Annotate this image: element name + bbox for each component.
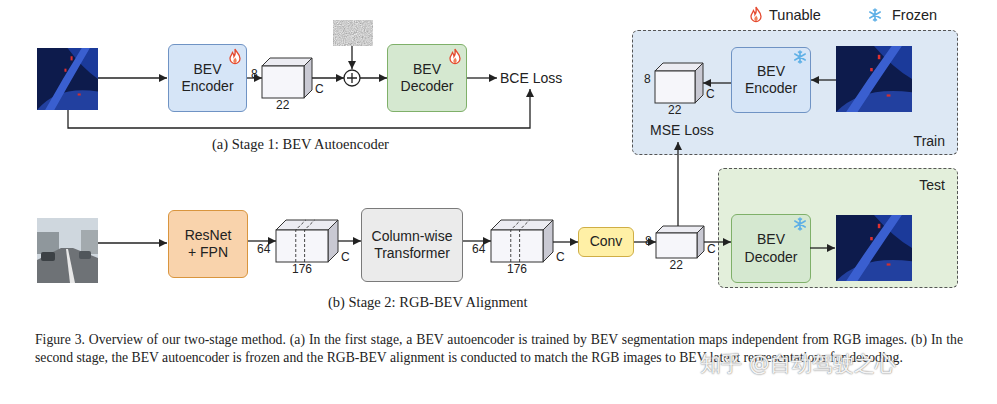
box-label: Conv xyxy=(590,233,623,251)
cube-top xyxy=(656,226,704,233)
box-label: BEV Decoder xyxy=(400,61,454,96)
tensor-block: 822C xyxy=(262,58,312,98)
dimension-label: C xyxy=(706,87,715,101)
plus-sign xyxy=(347,73,357,83)
tensor-cube xyxy=(491,220,553,262)
building xyxy=(81,230,98,254)
input-arrow xyxy=(811,79,836,80)
flow-arrow xyxy=(338,240,361,241)
flow-arrow xyxy=(703,82,731,83)
dimension-label: C xyxy=(341,250,350,264)
region-label: Test xyxy=(919,177,945,193)
dimension-label: 64 xyxy=(257,242,270,256)
watermark: 知乎 @自动驾驶之心 xyxy=(700,350,896,378)
cube-side xyxy=(695,63,703,103)
noise-image xyxy=(333,20,373,46)
text-label: BCE Loss xyxy=(500,70,562,86)
tensor-cube xyxy=(276,220,338,262)
dimension-label: 8 xyxy=(251,67,258,81)
tensor-block: 822C xyxy=(656,226,704,258)
legend-text: Tunable xyxy=(769,7,821,23)
dimension-label: 8 xyxy=(644,72,651,86)
legend-frozen-icon xyxy=(870,9,880,21)
tensor-cube xyxy=(655,63,703,103)
slice-line xyxy=(305,220,315,262)
tensor-cube xyxy=(262,58,312,98)
tensor-block: 822C xyxy=(655,63,703,103)
input-arrow xyxy=(98,77,167,78)
flow-arrow xyxy=(463,240,491,241)
dimension-label: 176 xyxy=(507,262,527,276)
cube-top xyxy=(491,220,553,230)
process-box: Conv xyxy=(578,227,634,257)
flow-arrow xyxy=(553,241,578,242)
dimension-label: 22 xyxy=(668,103,681,117)
output-arrow xyxy=(810,247,835,248)
loss-arrow xyxy=(467,77,497,78)
cube-front xyxy=(276,230,328,262)
add-symbol xyxy=(344,70,360,86)
flow-arrow xyxy=(634,241,656,242)
legend-text: Frozen xyxy=(892,7,937,23)
box-label: BEV Encoder xyxy=(181,61,234,96)
lane-mark xyxy=(66,249,75,283)
cube-side xyxy=(328,220,338,262)
cube-front xyxy=(491,230,543,262)
dimension-label: 176 xyxy=(292,262,312,276)
dimension-label: 22 xyxy=(276,98,289,112)
slice-line xyxy=(520,220,530,262)
box-label: Column-wise Transformer xyxy=(370,228,454,263)
sky xyxy=(37,218,98,283)
bev-map-input xyxy=(37,48,98,110)
dimension-label: 22 xyxy=(670,258,683,272)
cube-side xyxy=(543,220,553,262)
dimension-label: 64 xyxy=(472,242,485,256)
box-label: BEV Encoder xyxy=(744,63,798,98)
car xyxy=(41,252,55,261)
car xyxy=(79,251,91,259)
legend-tunable-icon xyxy=(751,7,761,22)
arrow-head xyxy=(336,74,344,82)
input-arrow xyxy=(98,242,167,243)
process-box: ResNet + FPN xyxy=(168,210,248,278)
cube-front xyxy=(262,66,304,98)
cube-side xyxy=(304,58,312,98)
cube-top xyxy=(276,220,338,230)
text-label: MSE Loss xyxy=(650,122,714,138)
process-box: Column-wise Transformer xyxy=(361,208,463,282)
dimension-label: C xyxy=(556,250,565,264)
road xyxy=(37,248,98,283)
region-label: Train xyxy=(914,133,945,149)
tensor-block: 64176C xyxy=(276,220,338,262)
box-label: ResNet + FPN xyxy=(182,227,234,262)
dimension-label: 8 xyxy=(645,234,652,248)
bev-map-output xyxy=(836,215,912,281)
box-label: BEV Decoder xyxy=(744,231,798,266)
text-label: (a) Stage 1: BEV Autoencoder xyxy=(212,136,389,153)
text-label: (b) Stage 2: RGB-BEV Alignment xyxy=(328,294,528,311)
flow-arrow xyxy=(247,77,262,78)
dimension-label: C xyxy=(315,82,324,96)
noise-arrow xyxy=(351,46,352,69)
cube-side xyxy=(697,226,704,258)
flow-arrow xyxy=(312,77,387,78)
cube-front xyxy=(655,71,695,103)
flow-arrow xyxy=(704,241,731,242)
tensor-cube xyxy=(656,226,704,258)
tensor-block: 64176C xyxy=(491,220,553,262)
cube-front xyxy=(656,233,697,258)
flow-arrow xyxy=(248,240,276,241)
loss-arrow xyxy=(677,142,678,226)
rgb-image xyxy=(37,218,98,283)
bev-map-train xyxy=(836,46,912,112)
dimension-label: C xyxy=(707,242,716,256)
